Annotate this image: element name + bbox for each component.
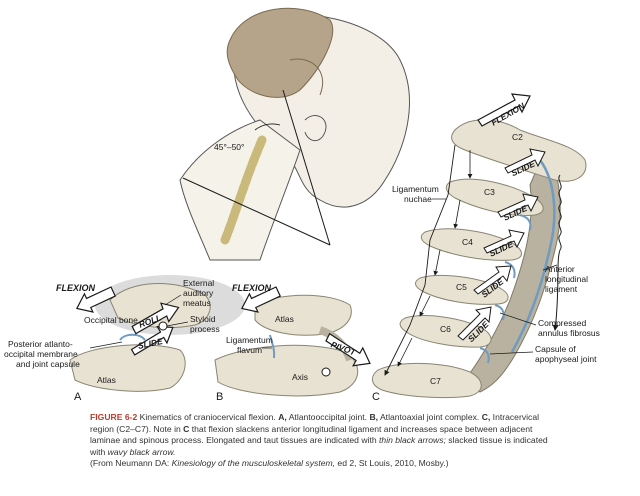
label-c4: C4 [462,237,473,247]
slide-arrow-c6[interactable] [457,306,492,341]
caption-source-2: ed 2, St Louis, 2010, Mosby.) [335,458,449,468]
wavy-arrow [552,174,562,331]
label-c6: C6 [440,324,451,334]
flexion-arrow-a[interactable] [73,282,118,317]
caption-b-text: Atlantoaxial joint complex. [378,412,482,422]
atlas-bone-a [69,344,186,392]
axis-label: Axis [292,372,308,382]
label-c7: C7 [430,376,441,386]
caption-c-label: C, [481,412,491,422]
caption-a-label: A, [278,412,287,422]
ligamentum-nuchae-label-2: nuchae [404,194,432,204]
capsule-label-1: Capsule of [535,344,576,354]
anterior-ligament-label-1: Anterior [545,264,575,274]
occipital-bone-label: Occipital bone [84,315,138,325]
vertebra-c7 [372,363,482,399]
flexion-arrow-c[interactable] [477,93,531,127]
panel-c: FLEXION SLIDE SLIDE SLIDE SLIDE SLIDE C2… [372,93,600,403]
anterior-longitudinal-ligament [510,159,556,353]
flexion-label-b: FLEXION [232,283,272,293]
slide-arrow-c3[interactable] [497,193,539,218]
styloid-marker [158,321,168,331]
caption-wavy-arrow: wavy black arrow. [107,446,176,457]
flexion-arrow-b[interactable] [238,282,283,317]
roll-arrow[interactable] [128,298,182,335]
label-c2: C2 [512,132,523,142]
styloid-label-2: process [190,324,220,334]
figure-caption: FIGURE 6-2 Kinematics of craniocervical … [90,412,560,470]
panel-c-letter: C [372,391,380,403]
figure-label: FIGURE 6-2 [90,412,138,422]
caption-thin-arrows: thin black arrows; [379,435,446,445]
external-meatus-label-1: External [183,278,214,288]
atlas-label-a: Atlas [97,375,116,385]
vertebra-c6 [399,315,492,348]
flexed-head-illustration: 45°–50° [179,7,410,261]
caption-b-label: B, [369,412,379,422]
ligamentum-flavum-label-1: Ligamentum [226,335,273,345]
external-meatus-label-2: auditory [183,288,214,298]
axis-bone [214,344,359,397]
caption-title: Kinematics of craniocervical flexion. [137,412,279,422]
anterior-ligament-label-3: ligament [545,284,578,294]
caption-c-text-2: that flexion slackens anterior longitudi… [90,423,533,446]
vertebra-c2 [451,119,587,182]
kinematics-figure: 45°–50° FLEXION ROLL SLIDE Occipital bon… [4,7,600,403]
ear [304,115,327,142]
caption-source: (From Neumann DA: [90,458,172,468]
annulus-label-1: Compressed [538,318,586,328]
pivot-arrow[interactable] [321,332,375,370]
hair-bun [226,7,334,98]
caption-c-text-3: slacked tissue is indicated with [90,435,548,457]
slide-arrow-a[interactable] [128,323,177,356]
caption-c-text: Intracervical region (C2–C7). Note in [90,412,540,434]
posterior-membrane-label-3: and joint capsule [16,359,80,369]
capsule-label-2: apophyseal joint [535,354,597,364]
external-meatus-label-3: meatus [183,298,211,308]
flexion-label-a: FLEXION [56,283,96,293]
panel-a-letter: A [74,391,82,403]
cervical-spine-sketch [220,135,267,245]
panel-b-letter: B [216,391,223,403]
annulus-label-2: annulus fibrosus [538,328,600,338]
panel-a: FLEXION ROLL SLIDE Occipital bone Extern… [4,275,245,403]
styloid-label-1: Styloid [190,314,216,324]
ligamentum-nuchae-line [384,144,456,376]
posterior-membrane-label-2: occipital membrane [4,349,78,359]
slide-arrow-c2[interactable] [504,148,546,174]
caption-book: Kinesiology of the musculoskeletal syste… [171,458,336,468]
ligamentum-flavum-label-2: flavum [237,345,262,355]
caption-a-text: Atlantooccipital joint. [286,412,370,422]
anterior-ligament-label-2: longitudinal [545,274,588,284]
slide-arrow-c4[interactable] [483,229,525,254]
posterior-membrane-label-1: Posterior atlanto- [8,339,73,349]
label-c3: C3 [484,187,495,197]
caption-c-label-2: C [183,423,190,434]
vertebra-c4 [420,228,522,261]
atlas-bone-b [254,294,352,336]
slide-arrow-c5[interactable] [473,265,512,295]
label-c5: C5 [456,282,467,292]
atlas-label-b: Atlas [275,314,294,324]
angle-label: 45°–50° [214,142,244,152]
ligamentum-nuchae-label-1: Ligamentum [392,184,439,194]
